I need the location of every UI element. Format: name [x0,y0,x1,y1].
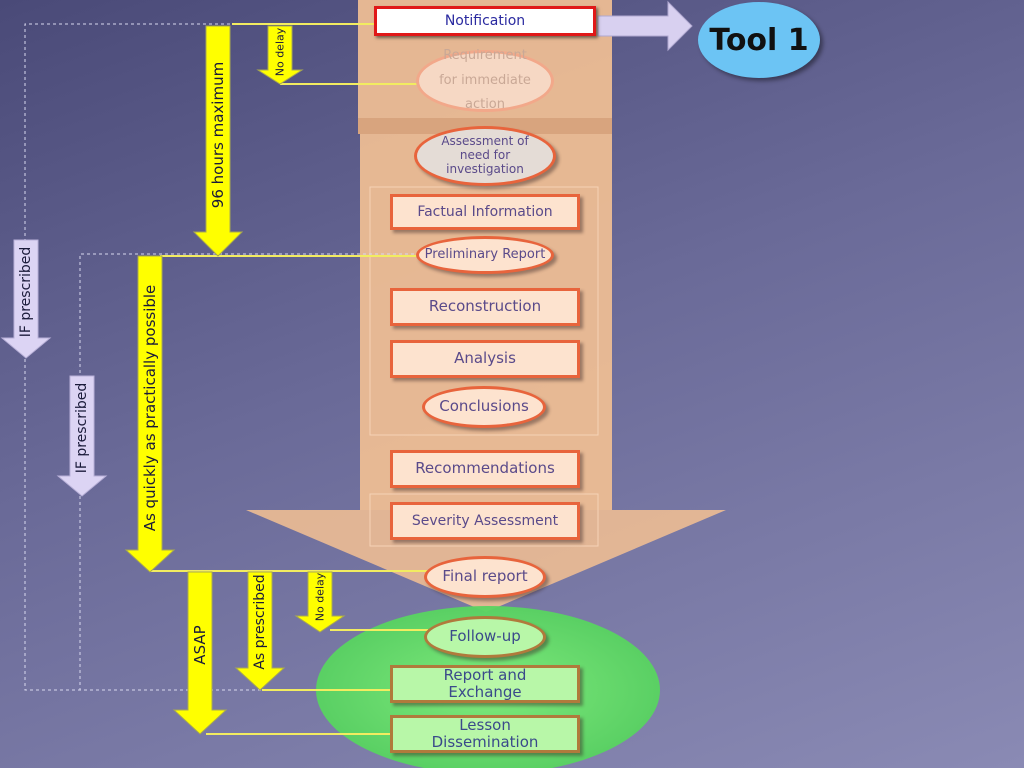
notification-box[interactable]: Notification [374,6,596,36]
tool-1-bubble[interactable]: Tool 1 [698,2,820,78]
arrow-96h [192,25,244,257]
dashed-links [24,23,420,691]
arrow-asap [172,571,228,735]
label-as-prescribed: As prescribed [252,574,268,670]
label-if-prescribed-1: IF prescribed [18,246,34,338]
tool-arrow [597,0,693,52]
analysis[interactable]: Analysis [390,340,580,378]
arrow-no-delay-2 [294,571,346,633]
final-report[interactable]: Final report [424,556,546,598]
label-as-quickly-as-possible: As quickly as practically possible [141,284,159,532]
arrow-asap-long [124,255,176,573]
requirement-for-immediate-action[interactable]: Requirement for immediate action [416,48,554,112]
arrow-as-prescribed [234,571,286,691]
preliminary-report[interactable]: Preliminary Report [416,236,554,274]
label-asap: ASAP [191,625,209,665]
label-if-prescribed-2: IF prescribed [74,382,90,474]
reconstruction[interactable]: Reconstruction [390,288,580,326]
severity-assessment[interactable]: Severity Assessment [390,502,580,540]
arrow-no-delay-1 [256,25,304,85]
label-96-hours: 96 hours maximum [209,61,227,209]
label-no-delay-2: No delay [313,572,327,622]
label-no-delay-1: No delay [273,27,287,77]
arrow-if-prescribed-1 [0,239,52,359]
follow-up[interactable]: Follow-up [424,616,546,658]
connector-lines [150,23,428,735]
conclusions[interactable]: Conclusions [422,386,546,428]
arrow-if-prescribed-2 [56,375,108,497]
report-and-exchange[interactable]: Report and Exchange [390,665,580,703]
factual-information[interactable]: Factual Information [390,194,580,230]
lesson-dissemination[interactable]: Lesson Dissemination [390,715,580,753]
assessment-of-need[interactable]: Assessment of need for investigation [414,126,556,186]
recommendations[interactable]: Recommendations [390,450,580,488]
